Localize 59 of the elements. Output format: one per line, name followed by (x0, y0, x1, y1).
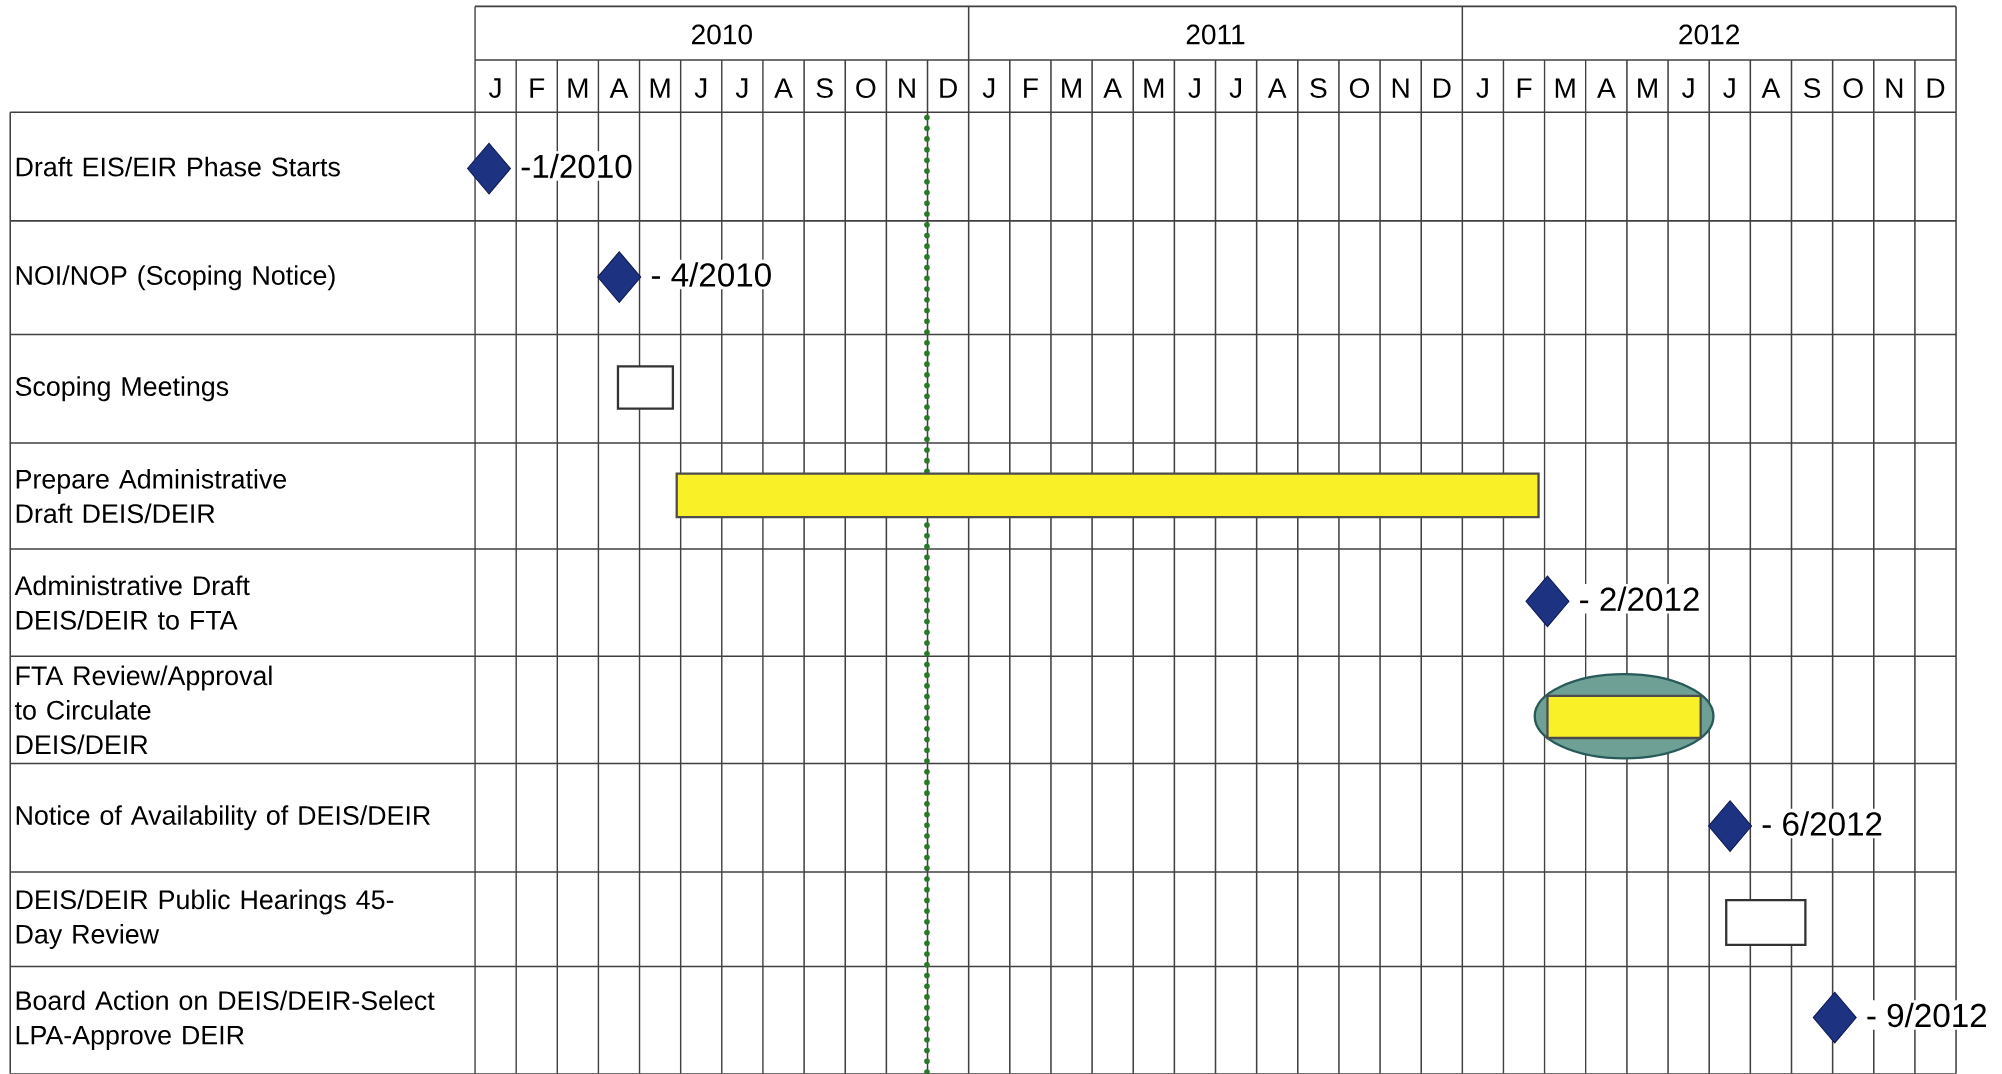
month-label: M (650, 78, 670, 98)
month-label: N (899, 78, 915, 98)
date-label: - 6/2012 (1758, 808, 1886, 839)
task-label: Administrative Draft DEIS/DEIR to FTA (14, 575, 250, 630)
task-bar (1546, 694, 1702, 740)
task-label: Scoping Meetings (15, 376, 229, 402)
month-label: M (1144, 78, 1164, 98)
task-label: FTA Review/Approval to Circulate DEIS/DEIR (14, 665, 272, 755)
task-bar (675, 472, 1540, 519)
month-label: N (1392, 78, 1409, 98)
month-label: M (1638, 78, 1657, 98)
milestone-diamond (1525, 575, 1570, 628)
month-label: S (1310, 78, 1327, 99)
task-box (616, 365, 675, 410)
month-label: A (1267, 78, 1287, 98)
month-label: A (1103, 78, 1122, 98)
month-label: J (1723, 78, 1735, 98)
month-label: D (940, 78, 957, 98)
month-label: D (1433, 78, 1451, 98)
month-label: F (530, 78, 545, 98)
month-label: J (982, 78, 995, 98)
task-label: Notice of Availability of DEIS/DEIR (16, 805, 430, 831)
month-label: O (1349, 78, 1370, 99)
month-label: S (816, 78, 833, 99)
month-label: M (568, 78, 588, 98)
month-label: A (1761, 78, 1781, 98)
year-label: 2011 (1186, 24, 1245, 45)
date-label: - 4/2010 (647, 259, 775, 290)
task-box (1725, 899, 1807, 947)
month-label: J (694, 78, 707, 98)
month-label: O (1843, 78, 1863, 99)
milestone-diamond (1812, 991, 1857, 1044)
month-label: A (609, 78, 629, 98)
month-label: S (1803, 78, 1821, 99)
month-label: J (1476, 78, 1488, 98)
month-label: M (1062, 78, 1081, 98)
task-label: Board Action on DEIS/DEIR-Select LPA-Approve DEIR (16, 990, 435, 1050)
month-label: J (735, 78, 748, 98)
task-label: NOI/NOP (Scoping Notice) (16, 265, 335, 291)
month-label: F (1517, 78, 1532, 98)
date-label: -1/2010 (517, 151, 636, 181)
month-label: A (1597, 78, 1616, 98)
month-label: A (774, 78, 793, 98)
date-label: - 2/2012 (1576, 584, 1703, 614)
date-label: - 9/2012 (1863, 1000, 1991, 1030)
month-label: J (1188, 78, 1200, 98)
year-label: 2010 (692, 24, 752, 45)
month-label: J (489, 78, 501, 98)
month-label: M (1555, 78, 1575, 98)
month-label: O (856, 78, 876, 99)
task-label: Prepare Administrative Draft DEIS/DEIR (16, 469, 286, 524)
task-label: Draft EIS/EIR Phase Starts (16, 156, 340, 177)
month-label: J (1229, 78, 1241, 98)
year-label: 2012 (1679, 24, 1739, 45)
month-label: D (1927, 78, 1945, 98)
month-label: F (1024, 78, 1038, 98)
month-label: J (1682, 78, 1694, 98)
month-label: N (1886, 78, 1903, 98)
task-label: DEIS/DEIR Public Hearings 45-Day Review (16, 889, 394, 950)
